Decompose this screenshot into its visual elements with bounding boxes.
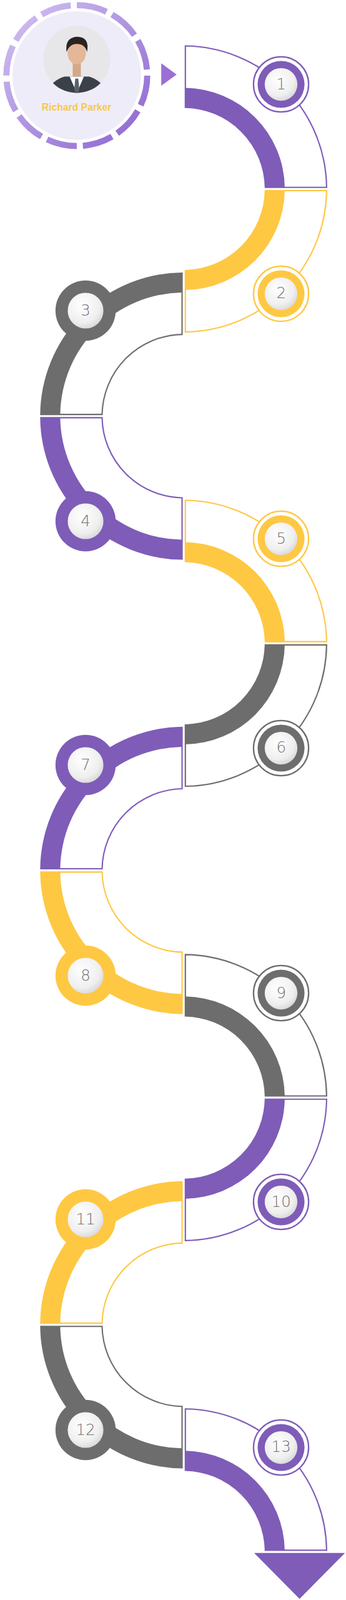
band-stripe bbox=[40, 726, 182, 869]
step-circle: 6 bbox=[250, 716, 312, 779]
band-outline bbox=[185, 1098, 327, 1240]
band-segment bbox=[40, 1325, 182, 1467]
step-circle: 3 bbox=[54, 279, 117, 342]
step-number: 11 bbox=[54, 1187, 117, 1250]
band-outline bbox=[185, 644, 327, 786]
band-outline bbox=[40, 417, 182, 559]
band-outline bbox=[40, 871, 182, 1013]
step-circle: 5 bbox=[250, 507, 312, 569]
profile-circle: Richard Parker bbox=[1, 0, 153, 152]
hair bbox=[66, 36, 88, 53]
band-stripe bbox=[40, 871, 182, 1014]
step-number: 5 bbox=[250, 507, 312, 569]
band-outline bbox=[185, 499, 327, 641]
step-number: 9 bbox=[250, 961, 312, 1024]
step-circle: 2 bbox=[250, 262, 312, 325]
step-number: 12 bbox=[54, 1398, 117, 1460]
step-disc bbox=[55, 490, 116, 551]
step-number: 6 bbox=[250, 716, 312, 779]
band-outline bbox=[40, 272, 182, 415]
end-arrow bbox=[254, 1552, 345, 1599]
step-circle: 8 bbox=[54, 944, 117, 1006]
step-number: 3 bbox=[54, 279, 117, 342]
step-disc bbox=[55, 280, 116, 341]
step-number: 10 bbox=[250, 1170, 312, 1232]
band-segment bbox=[40, 272, 182, 415]
step-disc bbox=[55, 1398, 116, 1459]
step-circle: 9 bbox=[250, 961, 312, 1024]
band-segment bbox=[184, 1407, 327, 1550]
tie bbox=[73, 78, 79, 95]
step-number: 13 bbox=[250, 1415, 312, 1478]
step-number: 2 bbox=[250, 262, 312, 325]
step-disc bbox=[55, 944, 116, 1005]
step-number: 4 bbox=[54, 490, 117, 552]
band-outline bbox=[185, 46, 327, 188]
profile-shape bbox=[1, 0, 153, 152]
band-stripe bbox=[40, 272, 182, 415]
band-segment bbox=[40, 1181, 182, 1323]
band-segment bbox=[184, 643, 327, 786]
suit bbox=[43, 76, 110, 103]
profile-fill bbox=[12, 11, 142, 140]
portrait bbox=[43, 25, 111, 103]
band-outline bbox=[185, 190, 327, 332]
person-name: Richard Parker bbox=[1, 101, 153, 113]
band-segment bbox=[40, 417, 182, 559]
step-disc bbox=[55, 1188, 116, 1249]
band-segment bbox=[184, 953, 327, 1096]
band-outline bbox=[185, 1407, 327, 1549]
band-stripe bbox=[40, 1325, 182, 1468]
dashed-ring bbox=[6, 4, 148, 147]
band-outline bbox=[40, 1181, 182, 1323]
step-circle: 7 bbox=[54, 733, 117, 796]
step-circle: 11 bbox=[54, 1187, 117, 1250]
band-outline bbox=[185, 953, 327, 1095]
step-number: 7 bbox=[54, 733, 117, 796]
band-outline bbox=[40, 1325, 182, 1467]
band-stripe bbox=[40, 417, 182, 559]
band-segment bbox=[40, 871, 182, 1013]
band-stripe bbox=[40, 1181, 182, 1323]
step-circle: 10 bbox=[250, 1170, 312, 1232]
band-segment bbox=[40, 726, 182, 869]
step-circle: 13 bbox=[250, 1415, 312, 1478]
step-number: 1 bbox=[250, 53, 312, 115]
band-segment bbox=[184, 1097, 327, 1240]
start-arrow bbox=[161, 63, 177, 86]
band-segment bbox=[184, 499, 327, 642]
step-circle: 4 bbox=[54, 490, 117, 552]
step-circle: 1 bbox=[250, 53, 312, 115]
step-number: 8 bbox=[54, 944, 117, 1006]
band-segment bbox=[184, 189, 327, 332]
step-disc bbox=[55, 734, 116, 795]
step-circle: 12 bbox=[54, 1398, 117, 1460]
band-segment bbox=[184, 46, 327, 188]
band-outline bbox=[40, 726, 182, 869]
